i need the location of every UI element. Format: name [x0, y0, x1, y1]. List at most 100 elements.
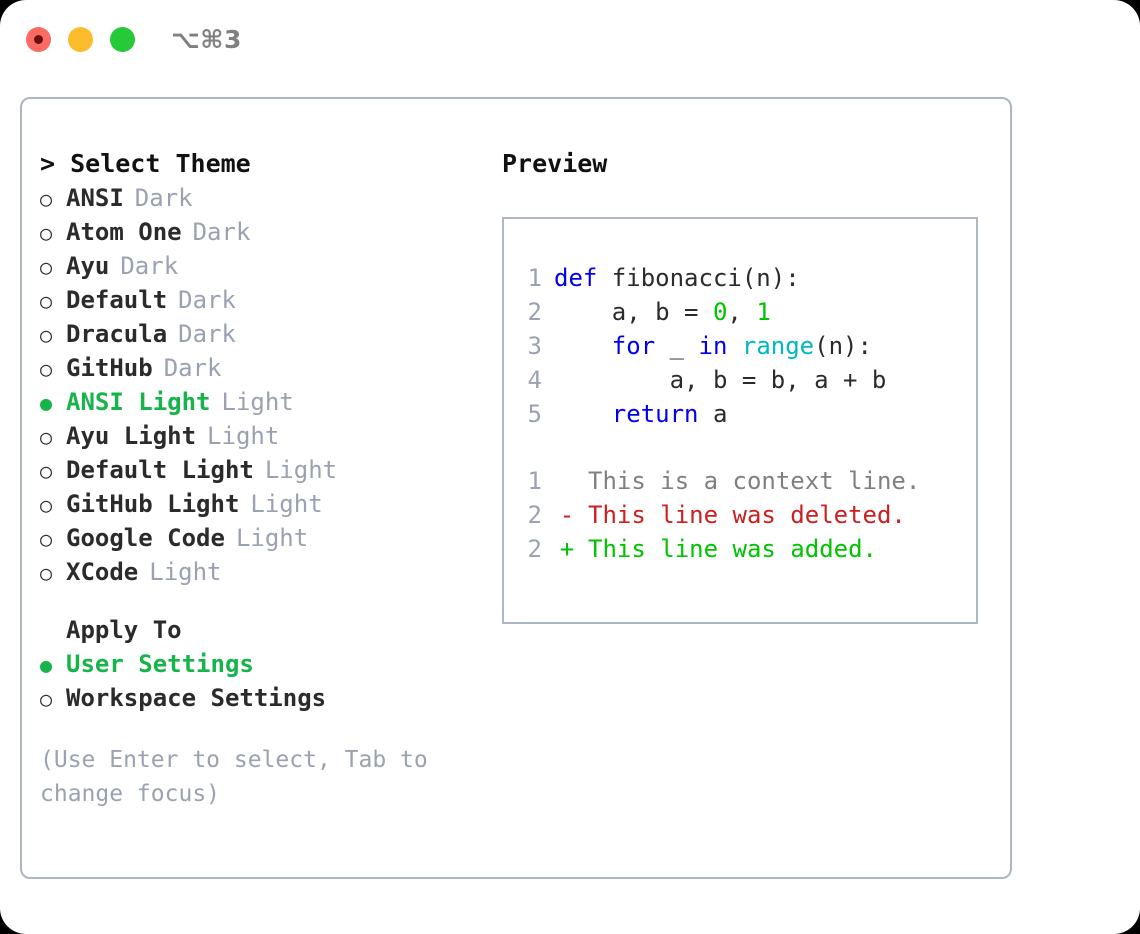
- theme-kind-label: Light: [235, 524, 309, 552]
- radio-unselected-icon[interactable]: ○: [40, 187, 53, 211]
- theme-list-item[interactable]: ○ Default Dark: [40, 283, 490, 317]
- apply-to-option[interactable]: ● User Settings: [40, 647, 490, 681]
- close-button[interactable]: [26, 26, 51, 52]
- diff-line-add: 2+This line was added.: [516, 532, 972, 566]
- code-line-number: 2: [527, 298, 542, 326]
- theme-kind-label: Light: [221, 388, 294, 416]
- code-line: 1 def fibonacci(n):: [516, 261, 972, 295]
- theme-name: Atom One: [66, 218, 182, 246]
- theme-kind-label: Light: [149, 558, 222, 586]
- radio-unselected-icon[interactable]: ○: [40, 687, 53, 711]
- theme-kind-label: Dark: [134, 184, 193, 212]
- code-token-plain: _: [655, 332, 699, 360]
- apply-to-section: Apply To ● User Settings ○ Workspace Settin…: [40, 613, 490, 715]
- diff-line-text: This is a context line.: [588, 467, 921, 495]
- code-token-plain: ,: [727, 298, 757, 326]
- radio-selected-icon[interactable]: ●: [40, 653, 53, 677]
- diff-marker: +: [559, 535, 575, 563]
- diff-line-number: 2: [527, 501, 542, 529]
- theme-name: Ayu: [66, 252, 110, 280]
- keyboard-hint-text: (Use Enter to select, Tab to change focu…: [40, 747, 428, 807]
- apply-to-heading: Apply To: [66, 616, 182, 644]
- radio-unselected-icon[interactable]: ○: [40, 425, 53, 449]
- radio-unselected-icon[interactable]: ○: [40, 527, 53, 551]
- diff-line-number: 2: [527, 535, 542, 563]
- radio-unselected-icon[interactable]: ○: [40, 561, 53, 585]
- theme-kind-label: Dark: [192, 218, 251, 246]
- traffic-light-group: [26, 26, 135, 52]
- apply-to-option-label: User Settings: [66, 650, 254, 678]
- theme-name: Dracula: [66, 320, 168, 348]
- apply-to-option-label: Workspace Settings: [66, 684, 327, 712]
- theme-kind-label: Dark: [120, 252, 179, 280]
- code-token-plain: fibonacci(n):: [597, 264, 800, 292]
- theme-kind-label: Dark: [178, 286, 236, 314]
- apply-to-option[interactable]: ○ Workspace Settings: [40, 681, 490, 715]
- theme-name: Default Light: [66, 456, 254, 484]
- code-token-kw: def: [554, 264, 598, 292]
- code-token-plain: [554, 400, 612, 428]
- theme-list-item[interactable]: ○ Atom One Dark: [40, 215, 490, 249]
- code-token-plain: a: [698, 400, 728, 428]
- minimize-button[interactable]: [68, 26, 93, 52]
- radio-unselected-icon[interactable]: ○: [40, 255, 53, 279]
- theme-list-item[interactable]: ● ANSI Light Light: [40, 385, 490, 419]
- theme-name: Google Code: [66, 524, 225, 552]
- code-line: 4 a, b = b, a + b: [516, 363, 972, 397]
- theme-name: GitHub: [66, 354, 153, 382]
- code-token-plain: [727, 332, 741, 360]
- theme-kind-label: Light: [264, 456, 338, 484]
- code-token-plain: (n):: [814, 332, 872, 360]
- radio-unselected-icon[interactable]: ○: [40, 289, 53, 313]
- radio-unselected-icon[interactable]: ○: [40, 493, 53, 517]
- diff-line-number: 1: [527, 467, 542, 495]
- code-line: 5 return a: [516, 397, 972, 431]
- code-line-number: 4: [527, 366, 542, 394]
- code-token-plain: [554, 332, 612, 360]
- theme-list-item[interactable]: ○ ANSI Dark: [40, 181, 490, 215]
- theme-kind-label: Dark: [163, 354, 222, 382]
- apply-to-options[interactable]: ● User Settings ○ Workspace Settings: [40, 647, 490, 715]
- code-line-text: for _ in range(n):: [554, 329, 872, 363]
- theme-name: ANSI: [66, 184, 124, 212]
- code-line-number: 1: [527, 264, 542, 292]
- code-token-fn: range: [741, 332, 815, 360]
- code-line-text: return a: [554, 397, 728, 431]
- radio-unselected-icon[interactable]: ○: [40, 221, 53, 245]
- code-line-text: def fibonacci(n):: [554, 261, 800, 295]
- code-token-kw: return: [611, 400, 699, 428]
- theme-name: Default: [66, 286, 168, 314]
- theme-list-item[interactable]: ○ GitHub Dark: [40, 351, 490, 385]
- diff-marker: [554, 464, 580, 498]
- radio-unselected-icon[interactable]: ○: [40, 357, 53, 381]
- select-theme-heading: > Select Theme: [40, 149, 251, 178]
- diff-line-del: 2-This line was deleted.: [516, 498, 972, 532]
- theme-list-item[interactable]: ○ Google Code Light: [40, 521, 490, 555]
- zoom-button[interactable]: [110, 26, 135, 52]
- code-line-number: 3: [527, 332, 542, 360]
- theme-list-item[interactable]: ○ Ayu Dark: [40, 249, 490, 283]
- code-token-kw: for: [611, 332, 656, 360]
- diff-line-text: This line was deleted.: [588, 501, 906, 529]
- code-line: 2 a, b = 0, 1: [516, 295, 972, 329]
- radio-selected-icon[interactable]: ●: [40, 391, 53, 415]
- theme-list-item[interactable]: ○ Default Light Light: [40, 453, 490, 487]
- title-bar: ⌥⌘3: [0, 0, 1140, 78]
- theme-name: Ayu Light: [66, 422, 197, 450]
- radio-unselected-icon[interactable]: ○: [40, 459, 53, 483]
- radio-unselected-icon[interactable]: ○: [40, 323, 53, 347]
- preview-heading: Preview: [502, 149, 608, 178]
- keyboard-shortcut-label: ⌥⌘3: [171, 24, 242, 54]
- theme-name: ANSI Light: [66, 388, 211, 416]
- diff-sample: 1 This is a context line. 2-This line was…: [516, 464, 972, 566]
